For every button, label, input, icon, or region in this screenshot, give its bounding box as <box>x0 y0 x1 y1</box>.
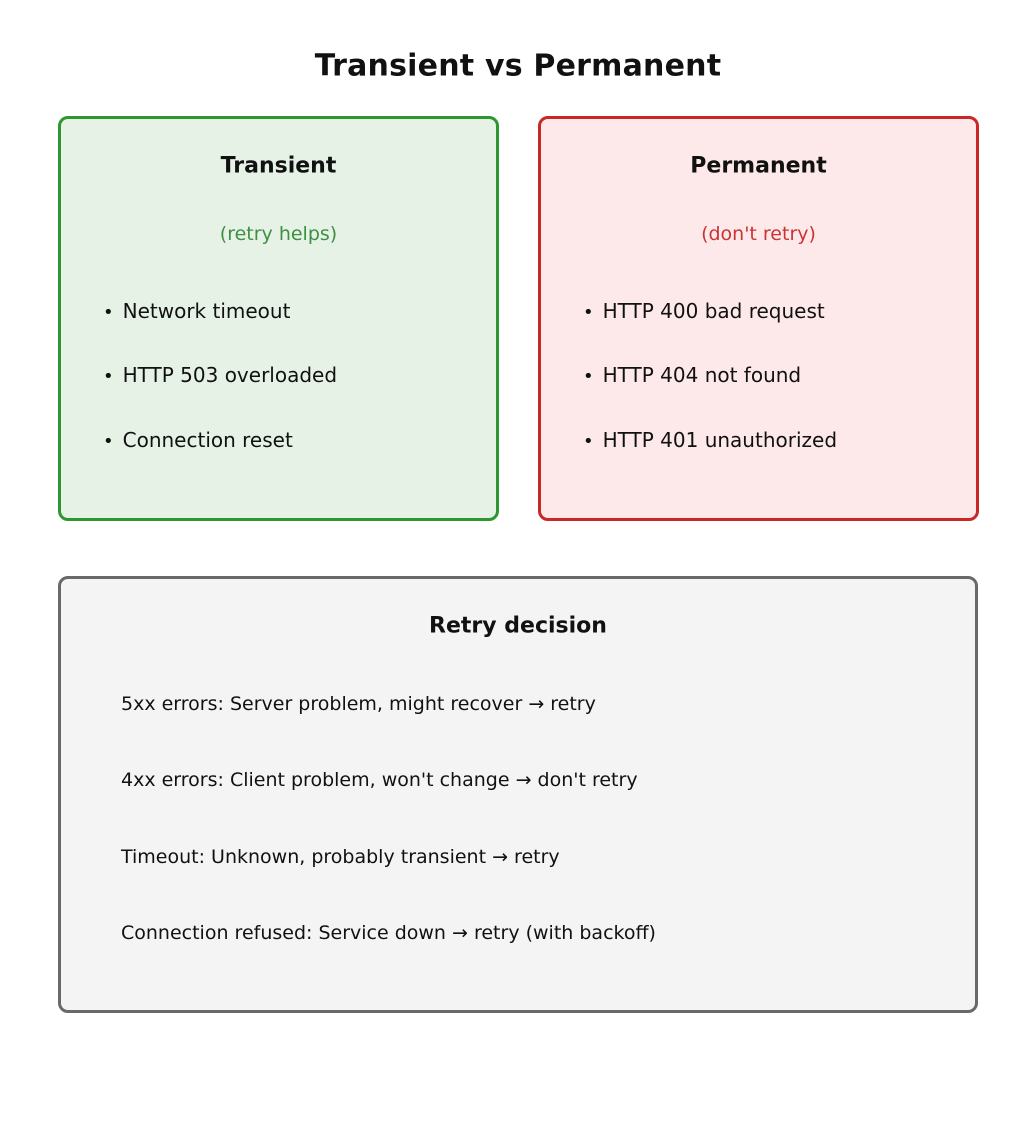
list-item-label: HTTP 401 unauthorized <box>602 428 838 452</box>
permanent-card: Permanent (don't retry) • HTTP 400 bad r… <box>538 116 979 521</box>
permanent-card-heading: Permanent <box>690 153 827 179</box>
decision-rule: Connection refused: Service down → retry… <box>121 922 656 944</box>
figure-title: Transient vs Permanent <box>314 48 722 84</box>
list-item: • HTTP 503 overloaded <box>103 363 337 387</box>
transient-card-heading: Transient <box>220 153 337 179</box>
bullet-icon: • <box>583 431 594 452</box>
bullet-icon: • <box>103 366 114 387</box>
bullet-icon: • <box>103 302 114 323</box>
bullet-icon: • <box>583 302 594 323</box>
list-item-label: Connection reset <box>122 428 293 452</box>
bullet-icon: • <box>103 431 114 452</box>
list-item: • Connection reset <box>103 428 293 452</box>
list-item-label: HTTP 404 not found <box>602 363 802 387</box>
retry-decision-heading: Retry decision <box>429 613 607 639</box>
list-item-label: HTTP 400 bad request <box>602 299 825 323</box>
decision-rule: Timeout: Unknown, probably transient → r… <box>121 846 560 868</box>
transient-card-subtitle: (retry helps) <box>219 223 338 245</box>
retry-decision-panel: Retry decision 5xx errors: Server proble… <box>58 576 978 1013</box>
list-item: • HTTP 400 bad request <box>583 299 825 323</box>
list-item-label: HTTP 503 overloaded <box>122 363 338 387</box>
decision-rule: 5xx errors: Server problem, might recove… <box>121 693 596 715</box>
list-item: • HTTP 404 not found <box>583 363 801 387</box>
list-item: • Network timeout <box>103 299 290 323</box>
bullet-icon: • <box>583 366 594 387</box>
list-item: • HTTP 401 unauthorized <box>583 428 837 452</box>
permanent-card-subtitle: (don't retry) <box>701 223 816 245</box>
list-item-label: Network timeout <box>122 299 291 323</box>
decision-rule: 4xx errors: Client problem, won't change… <box>121 769 638 791</box>
transient-card: Transient (retry helps) • Network timeou… <box>58 116 499 521</box>
